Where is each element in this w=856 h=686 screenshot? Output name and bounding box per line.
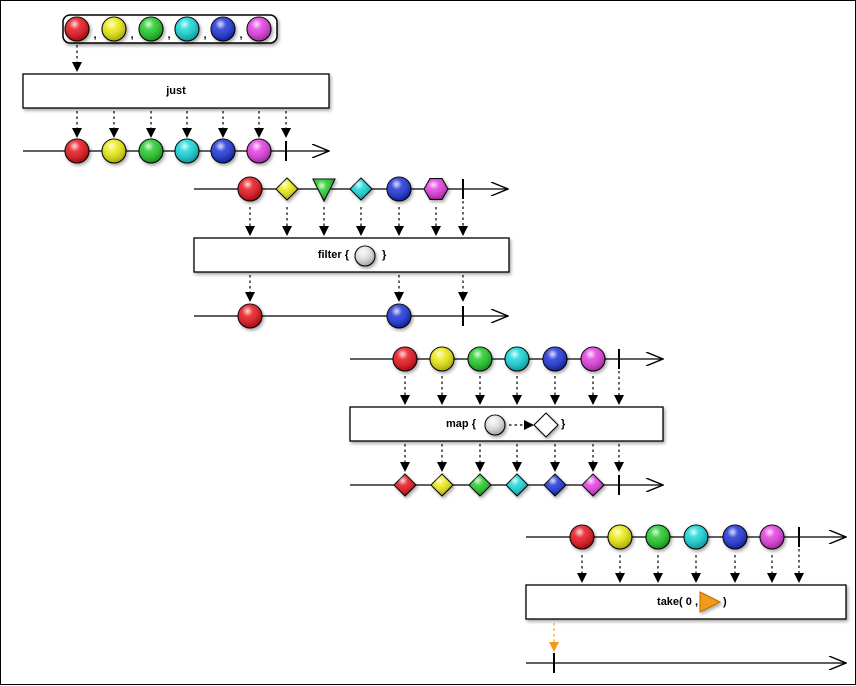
take-label-prefix: take( 0 , xyxy=(657,596,698,608)
just-output-cyan xyxy=(174,138,200,164)
source-marble-green xyxy=(138,16,164,42)
triangle-green xyxy=(312,178,336,203)
map-output-blue xyxy=(543,473,567,497)
map-input-magenta xyxy=(580,346,606,372)
gray-circle-icon xyxy=(484,414,506,436)
take-input-cyan xyxy=(683,524,709,550)
take-input-green xyxy=(645,524,671,550)
map-input-green xyxy=(467,346,493,372)
take-input-yellow xyxy=(607,524,633,550)
just-label: just xyxy=(165,85,186,97)
orange-triangle-icon xyxy=(699,591,722,613)
map-output-yellow xyxy=(430,473,454,497)
filter-operator-box xyxy=(193,237,510,273)
source-marble-magenta xyxy=(246,16,272,42)
take-input-red xyxy=(569,524,595,550)
just-operator-box xyxy=(22,73,330,109)
take-label-suffix: ) xyxy=(723,596,727,608)
filter-label-suffix: } xyxy=(382,249,387,261)
just-output-blue xyxy=(210,138,236,164)
marble-blue xyxy=(386,176,412,202)
filter-output-red xyxy=(237,303,263,329)
map-label-prefix: map { xyxy=(446,418,477,430)
source-marble-cyan xyxy=(174,16,200,42)
map-operator-box xyxy=(349,406,664,442)
source-separator: , xyxy=(203,29,206,41)
map-output-red xyxy=(393,473,417,497)
diamond-yellow xyxy=(275,177,299,201)
map-input-yellow xyxy=(429,346,455,372)
just-output-red xyxy=(64,138,90,164)
source-separator: , xyxy=(167,29,170,41)
filter-output-blue xyxy=(386,303,412,329)
source-marble-red xyxy=(64,16,90,42)
hexagon-magenta xyxy=(423,178,449,200)
map-input-cyan xyxy=(504,346,530,372)
source-separator: , xyxy=(239,29,242,41)
diamond-cyan xyxy=(349,177,373,201)
just-output-magenta xyxy=(246,138,272,164)
diamond-icon xyxy=(533,412,559,438)
marble-red xyxy=(237,176,263,202)
filter-label-prefix: filter { xyxy=(318,249,350,261)
source-marble-yellow xyxy=(101,16,127,42)
source-separator: , xyxy=(93,29,96,41)
source-separator: , xyxy=(130,29,133,41)
take-operator-box xyxy=(525,584,847,620)
map-label-suffix: } xyxy=(561,418,566,430)
source-marble-blue xyxy=(210,16,236,42)
map-output-magenta xyxy=(581,473,605,497)
map-input-red xyxy=(392,346,418,372)
map-input-blue xyxy=(542,346,568,372)
take-input-blue xyxy=(722,524,748,550)
map-output-green xyxy=(468,473,492,497)
just-output-yellow xyxy=(101,138,127,164)
take-input-magenta xyxy=(759,524,785,550)
map-output-cyan xyxy=(505,473,529,497)
gray-circle-icon xyxy=(354,245,376,267)
just-output-green xyxy=(138,138,164,164)
